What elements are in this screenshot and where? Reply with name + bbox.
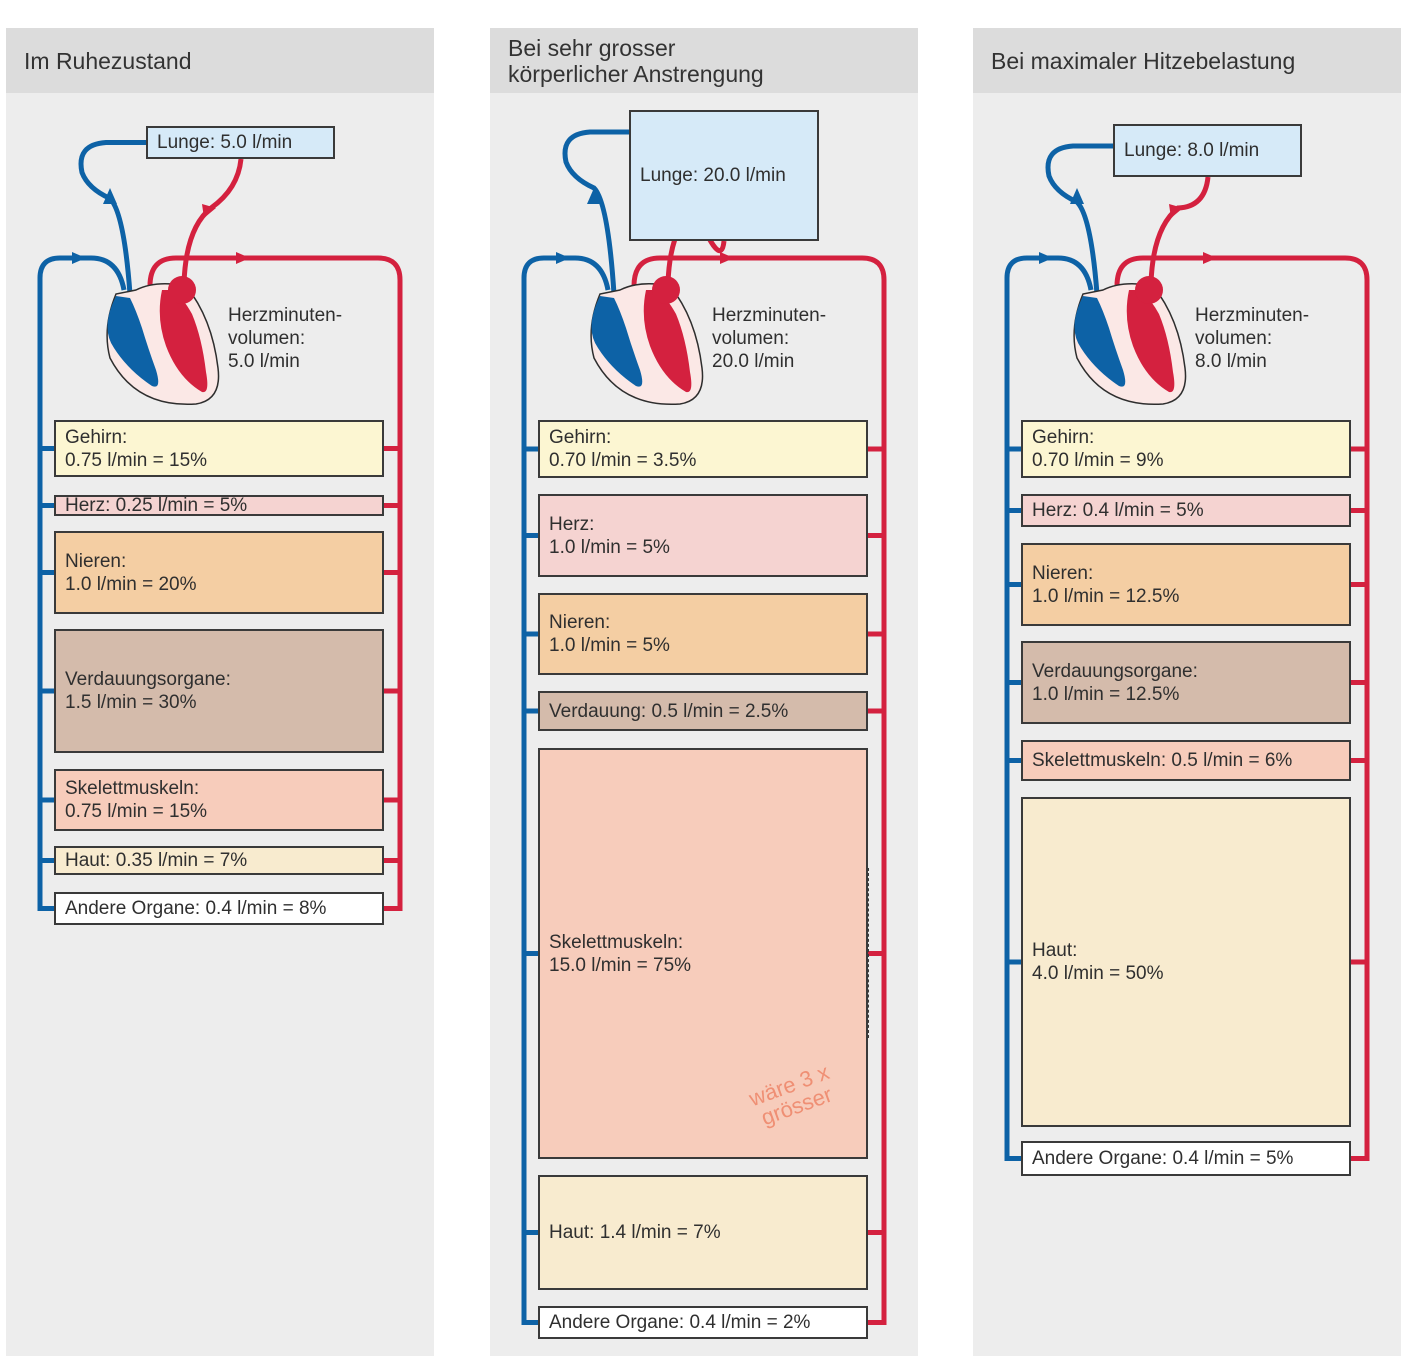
organ-box-other-organs: Andere Organe: 0.4 l/min = 2%	[538, 1306, 868, 1339]
organ-box-skin: Haut: 4.0 l/min = 50%	[1021, 797, 1351, 1127]
lung-box: Lunge: 8.0 l/min	[1113, 124, 1302, 177]
right-ventricle	[591, 296, 643, 387]
arterial-arrow	[236, 252, 250, 264]
panel-header: Bei maximaler Hitzebelastung	[973, 28, 1401, 93]
pulmonary-arrow	[587, 188, 601, 204]
organ-box-kidney: Nieren: 1.0 l/min = 12.5%	[1021, 543, 1351, 626]
left-ventricle	[643, 290, 692, 393]
arterial-arrow	[720, 252, 734, 264]
organ-box-heart: Herz: 0.25 l/min = 5%	[54, 495, 384, 516]
break-mark	[868, 868, 869, 1038]
organ-box-skin: Haut: 1.4 l/min = 7%	[538, 1175, 868, 1290]
left-atrium	[652, 276, 680, 304]
pulmonary-vein-arrow	[1169, 204, 1183, 218]
left-atrium	[168, 276, 196, 304]
pulmonary-arrow	[1070, 188, 1084, 204]
organ-box-kidney: Nieren: 1.0 l/min = 5%	[538, 593, 868, 675]
cardiac-output-label: Herzminuten- volumen: 8.0 l/min	[1195, 305, 1310, 372]
pulmonary-artery	[1045, 143, 1113, 295]
pulmonary-artery	[78, 140, 146, 295]
organ-box-other-organs: Andere Organe: 0.4 l/min = 8%	[54, 892, 384, 925]
venous-arrow	[72, 252, 86, 264]
pulmonary-vein	[181, 158, 244, 284]
right-ventricle	[1074, 296, 1126, 387]
organ-box-brain: Gehirn: 0.70 l/min = 9%	[1021, 420, 1351, 478]
organ-box-skeletal-muscle: Skelettmuskeln: 0.75 l/min = 15%	[54, 769, 384, 831]
arterial-trunk	[147, 255, 403, 911]
organ-box-digestive: Verdauungsorgane: 1.5 l/min = 30%	[54, 629, 384, 753]
panel-title: Bei sehr grosser körperlicher Anstrengun…	[508, 34, 764, 87]
venous-arrow	[1039, 252, 1053, 264]
venous-trunk	[37, 255, 127, 911]
pulmonary-artery	[562, 129, 629, 295]
pulmonary-vein	[1148, 176, 1211, 284]
venous-arrow	[556, 252, 570, 264]
organ-box-heart: Herz: 0.4 l/min = 5%	[1021, 494, 1351, 527]
organ-box-skeletal-muscle: Skelettmuskeln: 15.0 l/min = 75%	[538, 748, 868, 1159]
panel-header: Im Ruhezustand	[6, 28, 434, 93]
panel-title: Bei maximaler Hitzebelastung	[991, 47, 1296, 74]
organ-box-kidney: Nieren: 1.0 l/min = 20%	[54, 531, 384, 614]
organ-box-brain: Gehirn: 0.70 l/min = 3.5%	[538, 420, 868, 478]
organ-box-heart: Herz: 1.0 l/min = 5%	[538, 494, 868, 577]
circulation-diagram	[1004, 143, 1370, 1161]
cardiac-output-label: Herzminuten- volumen: 20.0 l/min	[712, 305, 827, 372]
panel-title: Im Ruhezustand	[24, 47, 192, 74]
cardiac-output-label: Herzminuten- volumen: 5.0 l/min	[228, 305, 343, 372]
panel-header: Bei sehr grosser körperlicher Anstrengun…	[490, 28, 918, 93]
venous-trunk	[1004, 255, 1094, 1161]
pulmonary-arrow	[103, 188, 117, 204]
organ-box-skin: Haut: 0.35 l/min = 7%	[54, 846, 384, 875]
left-ventricle	[159, 290, 208, 393]
lung-box: Lunge: 20.0 l/min	[629, 110, 819, 241]
venous-trunk	[521, 255, 611, 1325]
organ-box-other-organs: Andere Organe: 0.4 l/min = 5%	[1021, 1141, 1351, 1176]
arterial-arrow	[1203, 252, 1217, 264]
left-atrium	[1135, 276, 1163, 304]
circulation-diagram	[521, 129, 887, 1325]
organ-box-brain: Gehirn: 0.75 l/min = 15%	[54, 420, 384, 477]
panel-exercise: Bei sehr grosser körperlicher Anstrengun…	[490, 28, 918, 1356]
circulation-diagram	[37, 140, 403, 911]
organ-box-digestive: Verdauung: 0.5 l/min = 2.5%	[538, 691, 868, 731]
break-mark	[538, 868, 539, 1038]
right-ventricle	[107, 296, 159, 387]
pulmonary-vein-arrow	[202, 204, 216, 218]
panel-heat: Bei maximaler Hitzebelastung Lunge: 8.0 …	[973, 28, 1401, 1356]
organ-box-skeletal-muscle: Skelettmuskeln: 0.5 l/min = 6%	[1021, 740, 1351, 781]
arterial-trunk	[631, 255, 887, 1325]
arterial-trunk	[1114, 255, 1370, 1161]
lung-box: Lunge: 5.0 l/min	[146, 126, 335, 159]
organ-box-digestive: Verdauungsorgane: 1.0 l/min = 12.5%	[1021, 641, 1351, 724]
left-ventricle	[1126, 290, 1175, 393]
